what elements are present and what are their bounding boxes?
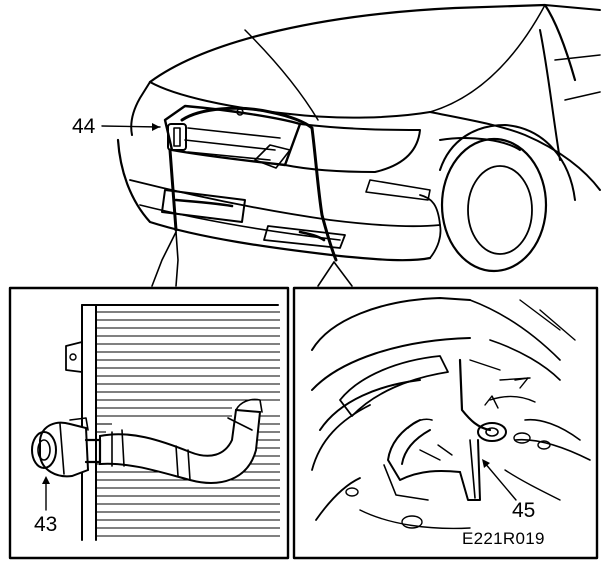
detail-box-left (8, 286, 290, 560)
leader-line-44 (101, 123, 161, 131)
callout-43: 43 (34, 513, 58, 536)
car-front-illustration (116, 3, 601, 273)
figure-code: E221R019 (462, 529, 545, 548)
detail-connector-lines (151, 231, 353, 287)
callout-44: 44 (72, 115, 96, 138)
detail-box-right (292, 286, 599, 560)
callout-45: 45 (512, 499, 536, 522)
